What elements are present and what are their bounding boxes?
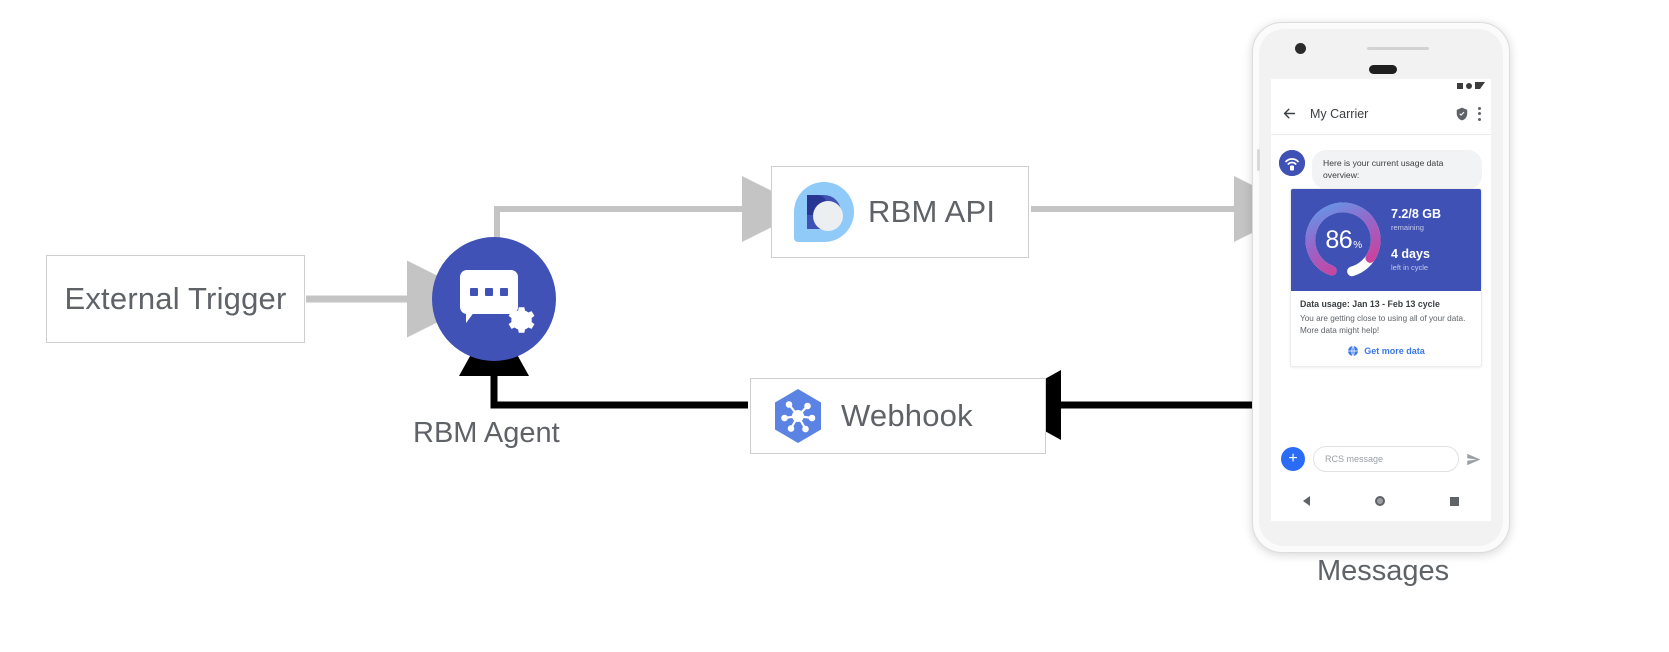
external-trigger-label: External Trigger bbox=[64, 281, 287, 316]
get-more-data-button[interactable]: Get more data bbox=[1300, 345, 1472, 359]
sensor-strip bbox=[1367, 47, 1429, 50]
message-bubble-text: Here is your current usage data overview… bbox=[1312, 150, 1482, 189]
verified-shield-icon[interactable] bbox=[1455, 107, 1469, 121]
card-description: You are getting close to using all of yo… bbox=[1300, 314, 1466, 336]
data-remaining-label: remaining bbox=[1391, 223, 1424, 232]
card-title: Data usage: Jan 13 - Feb 13 cycle bbox=[1300, 299, 1440, 309]
dropdown-triangle-icon bbox=[1475, 82, 1485, 89]
rbm-agent-label: RBM Agent bbox=[413, 417, 560, 449]
rbm-api-label: RBM API bbox=[868, 194, 996, 229]
status-bar bbox=[1457, 82, 1485, 89]
send-icon[interactable] bbox=[1466, 452, 1481, 467]
carrier-wifi-avatar-icon bbox=[1279, 150, 1305, 176]
rbm-api-node[interactable]: RBM API bbox=[771, 166, 1029, 258]
webhook-node[interactable]: Webhook bbox=[750, 378, 1046, 454]
app-title: My Carrier bbox=[1310, 106, 1369, 121]
messages-label: Messages bbox=[1317, 555, 1450, 587]
chat-area: Here is your current usage data overview… bbox=[1271, 136, 1491, 466]
chat-bubble-icon bbox=[460, 270, 518, 323]
back-arrow-icon[interactable] bbox=[1281, 105, 1298, 122]
card-body: Data usage: Jan 13 - Feb 13 cycle You ar… bbox=[1291, 291, 1481, 366]
webhook-hexagon-icon bbox=[775, 389, 821, 443]
kebab-menu-icon[interactable] bbox=[1477, 106, 1481, 121]
rich-card[interactable]: 86% 7.2/8 GB remaining 4 days left in cy… bbox=[1290, 188, 1482, 368]
front-camera-icon bbox=[1295, 43, 1306, 54]
app-bar: My Carrier bbox=[1271, 93, 1491, 135]
side-button[interactable] bbox=[1257, 149, 1260, 171]
rcs-placeholder: RCS message bbox=[1325, 454, 1384, 464]
get-more-data-label: Get more data bbox=[1364, 346, 1425, 357]
usage-gauge: 86% bbox=[1295, 192, 1391, 288]
days-left-label: left in cycle bbox=[1391, 262, 1429, 272]
days-left-value: 4 days bbox=[1391, 247, 1430, 261]
external-trigger-node[interactable]: External Trigger bbox=[46, 255, 305, 343]
signal-square-icon bbox=[1457, 82, 1463, 89]
globe-icon bbox=[1348, 345, 1359, 357]
plus-icon[interactable]: + bbox=[1281, 447, 1305, 471]
nav-recents-icon[interactable] bbox=[1449, 496, 1459, 506]
message-composer: + RCS message bbox=[1271, 439, 1491, 479]
nav-home-icon[interactable] bbox=[1374, 496, 1385, 506]
rbm-api-logo-icon bbox=[794, 182, 854, 242]
rbm-agent-node[interactable] bbox=[432, 237, 556, 361]
rcs-message-input[interactable]: RCS message bbox=[1313, 446, 1459, 472]
android-nav-bar bbox=[1271, 487, 1491, 515]
webhook-label: Webhook bbox=[841, 398, 973, 433]
phone-screen: My Carrier bbox=[1271, 79, 1491, 521]
battery-dot-icon bbox=[1466, 82, 1472, 89]
gauge-value: 86% bbox=[1325, 225, 1362, 254]
message-row: Here is your current usage data overview… bbox=[1279, 150, 1482, 189]
phone-body: My Carrier bbox=[1257, 29, 1503, 546]
phone-mockup: My Carrier bbox=[1252, 22, 1510, 553]
card-hero: 86% 7.2/8 GB remaining 4 days left in cy… bbox=[1291, 189, 1481, 291]
gear-icon bbox=[508, 307, 535, 333]
data-remaining-value: 7.2/8 GB bbox=[1391, 207, 1442, 222]
nav-back-icon[interactable] bbox=[1303, 496, 1311, 506]
card-hero-stats: 7.2/8 GB remaining 4 days left in cycle bbox=[1391, 207, 1481, 272]
earpiece-speaker bbox=[1369, 65, 1397, 74]
